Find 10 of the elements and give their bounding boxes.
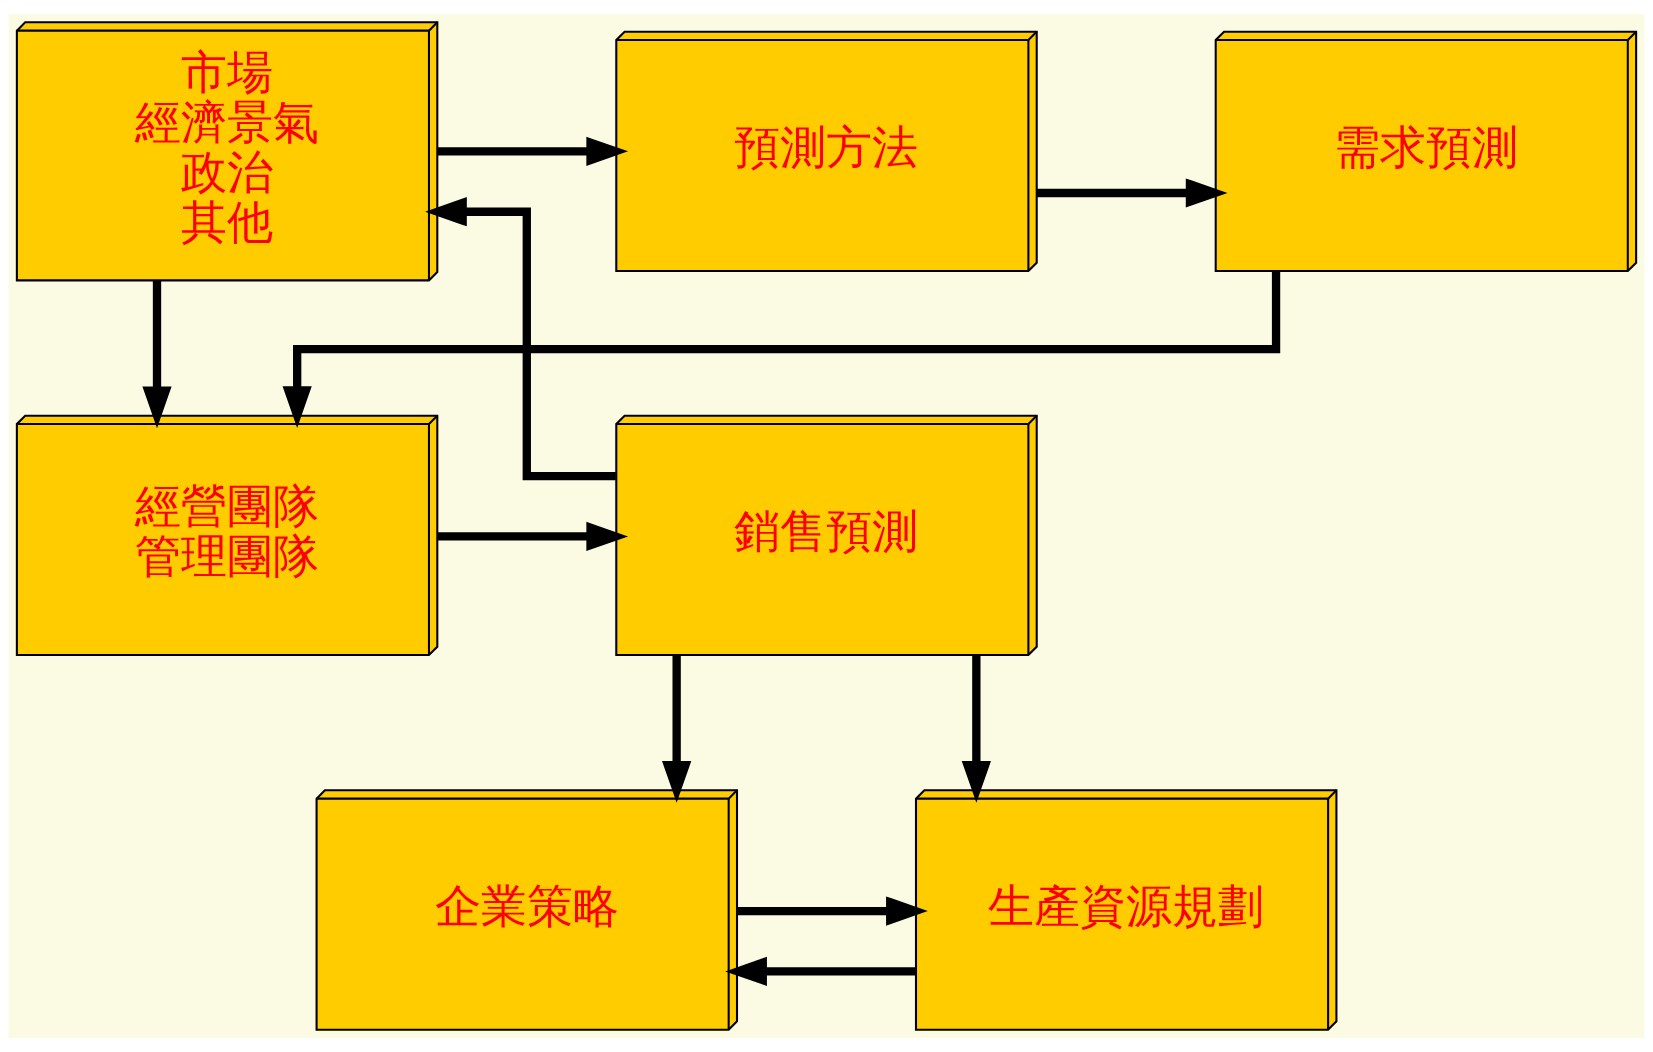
- arrow: [662, 655, 692, 803]
- arrow: [142, 280, 172, 429]
- arrow: [725, 956, 916, 986]
- arrow: [437, 521, 629, 551]
- arrow: [425, 197, 616, 481]
- arrow: [1037, 178, 1228, 208]
- arrow: [282, 271, 1281, 428]
- arrow: [961, 655, 991, 803]
- arrow: [737, 896, 928, 926]
- arrow: [437, 136, 629, 166]
